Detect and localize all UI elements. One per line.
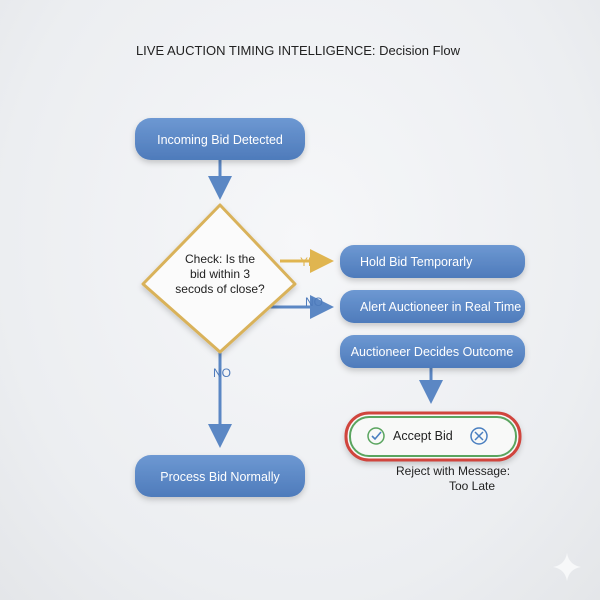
node-accept-reject <box>344 411 522 462</box>
node-auctioneer-decides-label: Auctioneer Decides Outcome <box>351 345 514 359</box>
node-incoming-bid <box>135 118 305 160</box>
label-no-down: NO <box>213 366 231 380</box>
node-alert-auctioneer <box>340 290 525 323</box>
reject-message-line-2: Too Late <box>449 479 495 493</box>
check-circle-icon <box>367 427 385 445</box>
node-incoming-bid-label: Incoming Bid Detected <box>157 133 283 147</box>
node-hold-bid-label: Hold Bid Temporarly <box>360 255 473 269</box>
node-hold-bid <box>340 245 525 278</box>
decision-line-2: bid within 3 <box>190 267 250 281</box>
node-process-bid <box>135 455 305 497</box>
accept-bid-label: Accept Bid <box>393 429 453 443</box>
sparkle-icon <box>553 553 581 581</box>
reject-message-line-1: Reject with Message: <box>396 464 510 478</box>
x-circle-icon <box>470 427 488 445</box>
node-process-bid-label: Process Bid Normally <box>160 470 280 484</box>
decision-line-1: Check: Is the <box>185 252 255 266</box>
label-yes: YES <box>300 255 324 269</box>
node-alert-auctioneer-label: Alert Auctioneer in Real Time <box>360 300 521 314</box>
decision-diamond <box>141 203 297 354</box>
node-auctioneer-decides <box>340 335 525 368</box>
decision-line-3: secods of close? <box>175 282 265 296</box>
diagram-title: LIVE AUCTION TIMING INTELLIGENCE: Decisi… <box>136 43 461 58</box>
label-no-right: NO <box>305 295 323 309</box>
